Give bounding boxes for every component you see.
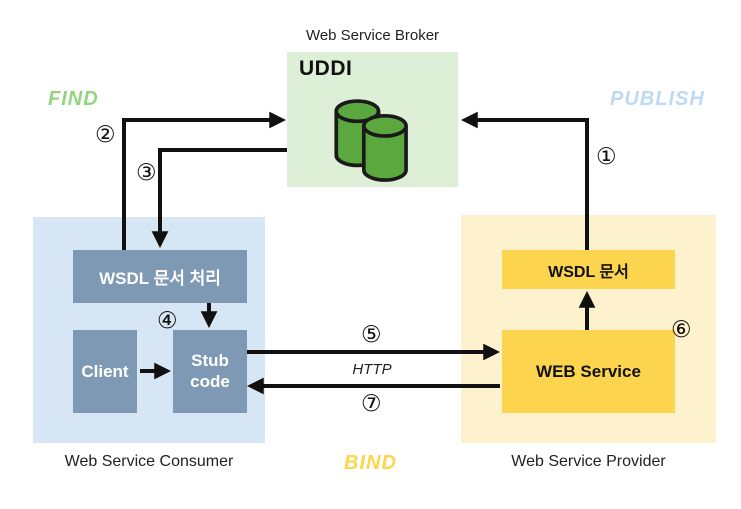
step-3-badge: ③ <box>136 160 157 186</box>
step-2-badge: ② <box>95 122 116 148</box>
web-service-node: WEB Service <box>502 330 675 413</box>
client-node: Client <box>73 330 137 413</box>
consumer-label: Web Service Consumer <box>64 453 234 470</box>
step-4-badge: ④ <box>157 308 178 334</box>
wsdl-processing-node: WSDL 문서 처리 <box>73 250 247 303</box>
step-5-badge: ⑤ <box>361 322 382 348</box>
uddi-title: UDDI <box>299 57 353 80</box>
step-7-badge: ⑦ <box>361 391 382 417</box>
bind-label: BIND <box>344 452 397 474</box>
find-label: FIND <box>48 88 99 110</box>
http-label: HTTP <box>352 361 392 378</box>
step-1-badge: ① <box>596 144 617 170</box>
broker-label: Web Service Broker <box>305 27 440 44</box>
publish-label: PUBLISH <box>610 88 705 110</box>
database-icon <box>334 99 408 182</box>
step-6-badge: ⑥ <box>671 317 692 343</box>
stub-code-node: Stub code <box>173 330 247 413</box>
wsdl-document-node: WSDL 문서 <box>502 250 675 289</box>
provider-label: Web Service Provider <box>511 453 666 470</box>
